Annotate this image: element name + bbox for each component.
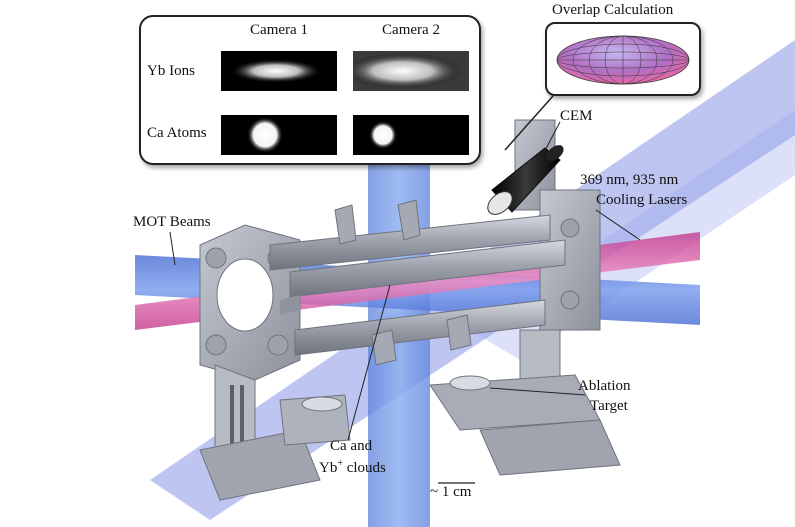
mot-beams-label: MOT Beams <box>133 214 211 230</box>
ca-atoms-label: Ca Atoms <box>147 125 207 141</box>
yb-ions-label: Yb Ions <box>147 63 195 79</box>
ca-camera-2-image <box>353 115 469 155</box>
camera-1-header: Camera 1 <box>250 22 308 38</box>
camera-inset: Camera 1 Camera 2 Yb Ions Ca Atoms <box>139 15 481 165</box>
laser-leader <box>595 209 641 241</box>
clouds-rest: clouds <box>342 460 386 476</box>
yb-camera-2-image <box>353 51 469 91</box>
ablation-leader <box>489 387 586 396</box>
cem-leader <box>539 121 561 161</box>
overlap-inset <box>545 22 701 96</box>
left-bracket <box>199 224 351 501</box>
ablation-label-line2: Target <box>590 398 628 414</box>
yb-camera-1-image <box>221 51 337 91</box>
clouds-yb: Yb <box>319 460 338 476</box>
clouds-plus: + <box>337 458 343 469</box>
cem-label: CEM <box>560 108 593 124</box>
lasers-label-line1: 369 nm, 935 nm <box>580 172 679 188</box>
scale-label: ~ 1 cm <box>430 484 472 500</box>
ablation-label-line1: Ablation <box>578 378 631 394</box>
overlap-ellipsoid <box>556 35 690 85</box>
overlap-connector <box>504 95 554 151</box>
clouds-label-line2: Yb+ clouds <box>319 458 386 477</box>
lasers-label-line2: Cooling Lasers <box>596 192 688 208</box>
overlap-title: Overlap Calculation <box>552 2 674 18</box>
camera-2-header: Camera 2 <box>382 22 440 38</box>
rods <box>269 199 566 366</box>
mot-leader <box>169 231 176 266</box>
cem-detector <box>487 145 564 215</box>
clouds-label-line1: Ca and <box>330 438 373 454</box>
clouds-leader <box>347 284 391 441</box>
ca-camera-1-image <box>221 115 337 155</box>
